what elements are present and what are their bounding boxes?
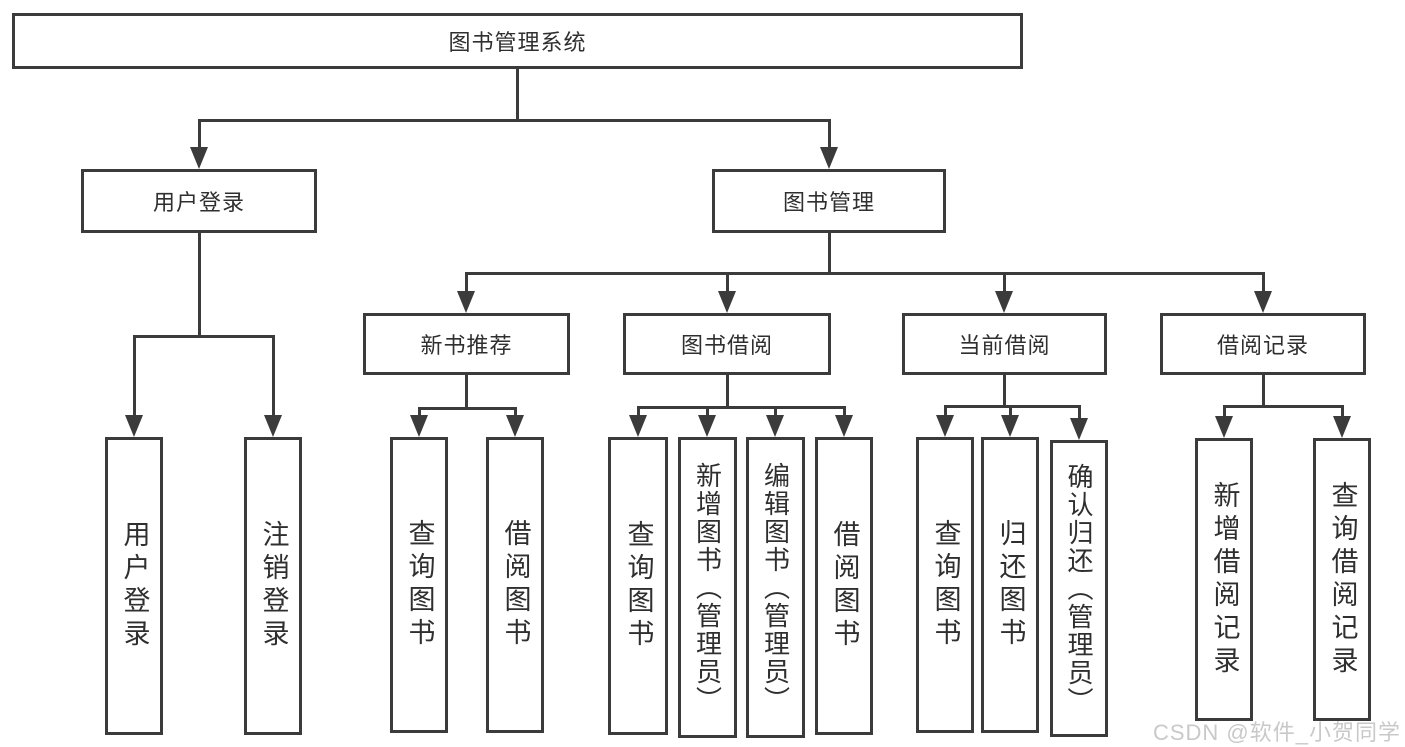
leaf-query-books-borrow: 查询图书 [608,437,668,735]
arrow-down-icon [835,415,853,437]
leaf-borrow-books-recommend: 借阅图书 [486,437,544,733]
connector-level2-rail [198,119,831,122]
connector-drop-leaf [1341,405,1344,417]
csdn-watermark: CSDN @软件_小贺同学 [1152,720,1401,745]
leaf-query-books-current: 查询图书 [916,437,974,733]
node-user-login-label: 用户登录 [152,190,245,215]
arrow-down-icon [125,415,143,437]
leaf-return-books: 归还图书 [981,437,1039,733]
connector-borrow-records-rail [1223,405,1343,408]
connector-drop-user-login [198,119,201,149]
connector-drop-leaf [1078,405,1081,420]
leaf-confirm-return-admin-label: 确认归还（管理员） [1064,462,1094,715]
connector-level3-rail [465,272,1265,275]
connector-book-borrow-stem [726,375,729,409]
leaf-edit-book-admin: 编辑图书（管理员） [746,437,805,738]
connector-new-book-stem [465,375,468,410]
connector-drop-leaf [1009,405,1012,417]
connector-drop-level3 [726,272,729,292]
connector-drop-leaf [418,407,421,417]
leaf-query-books-recommend: 查询图书 [390,437,448,733]
leaf-add-book-admin: 新增图书（管理员） [678,437,737,738]
arrow-down-icon [718,291,736,313]
leaf-add-borrow-record: 新增借阅记录 [1195,438,1253,721]
arrow-down-icon [264,415,282,437]
node-root-label: 图书管理系统 [448,30,587,55]
arrow-down-icon [698,415,716,437]
connector-book-borrow-rail [637,406,846,409]
leaf-logout: 注销登录 [244,437,302,735]
leaf-user-login-label: 用户登录 [119,520,150,652]
leaf-logout-label: 注销登录 [258,520,289,652]
connector-drop-level3 [1262,272,1265,292]
leaf-confirm-return-admin: 确认归还（管理员） [1050,440,1108,737]
leaf-query-books-recommend-label: 查询图书 [404,519,435,651]
node-book-borrow-label: 图书借阅 [680,333,773,358]
leaf-query-books-current-label: 查询图书 [930,519,961,651]
arrow-down-icon [995,291,1013,313]
arrow-down-icon [1215,416,1233,438]
leaf-query-books-borrow-label: 查询图书 [623,520,654,652]
leaf-return-books-label: 归还图书 [995,519,1026,651]
connector-root-trunk [516,69,519,119]
node-current-borrow-label: 当前借阅 [958,333,1051,358]
connector-user-login-rail [133,335,275,338]
arrow-down-icon [1001,415,1019,437]
connector-drop-leaf [774,406,777,417]
leaf-query-borrow-record: 查询借阅记录 [1313,438,1371,721]
arrow-down-icon [766,415,784,437]
connector-drop-leaf [637,406,640,417]
node-book-borrow: 图书借阅 [623,313,831,375]
connector-drop-leaf [1223,405,1226,417]
arrow-down-icon [506,415,524,437]
node-borrow-records: 借阅记录 [1160,313,1366,375]
arrow-down-icon [457,291,475,313]
leaf-user-login: 用户登录 [105,437,163,735]
node-book-management: 图书管理 [712,169,946,233]
arrow-down-icon [410,415,428,437]
leaf-edit-book-admin-label: 编辑图书（管理员） [760,461,791,714]
node-new-book-recommend-label: 新书推荐 [420,333,513,358]
leaf-borrow-books: 借阅图书 [815,437,873,735]
node-current-borrow: 当前借阅 [902,313,1107,375]
connector-drop-leaf [843,406,846,417]
arrow-down-icon [1254,291,1272,313]
connector-drop-level3 [1003,272,1006,292]
connector-drop-book-management [828,119,831,149]
connector-current-borrow-stem [1003,375,1006,408]
connector-drop-leaf [514,407,517,417]
leaf-add-borrow-record-label: 新增借阅记录 [1209,480,1240,679]
node-root: 图书管理系统 [12,13,1023,69]
leaf-borrow-books-label: 借阅图书 [829,520,860,652]
connector-book-management-stem [828,233,831,274]
arrow-down-icon [1070,418,1088,440]
arrow-down-icon [1333,416,1351,438]
node-user-login: 用户登录 [81,169,317,233]
leaf-query-borrow-record-label: 查询借阅记录 [1327,480,1358,679]
arrow-down-icon [629,415,647,437]
arrow-down-icon [820,147,838,169]
leaf-borrow-books-recommend-label: 借阅图书 [500,519,531,651]
node-book-management-label: 图书管理 [782,190,875,215]
node-borrow-records-label: 借阅记录 [1216,333,1309,358]
connector-user-login-stem [198,233,201,337]
node-new-book-recommend: 新书推荐 [363,313,570,375]
connector-new-book-rail [418,407,517,410]
connector-drop-leaf [272,335,275,416]
connector-drop-leaf [133,335,136,416]
connector-current-borrow-rail [944,405,1081,408]
connector-drop-level3 [465,272,468,292]
connector-borrow-records-stem [1262,375,1265,408]
arrow-down-icon [936,415,954,437]
arrow-down-icon [190,147,208,169]
leaf-add-book-admin-label: 新增图书（管理员） [692,461,723,714]
connector-drop-leaf [706,406,709,417]
connector-drop-leaf [944,405,947,417]
